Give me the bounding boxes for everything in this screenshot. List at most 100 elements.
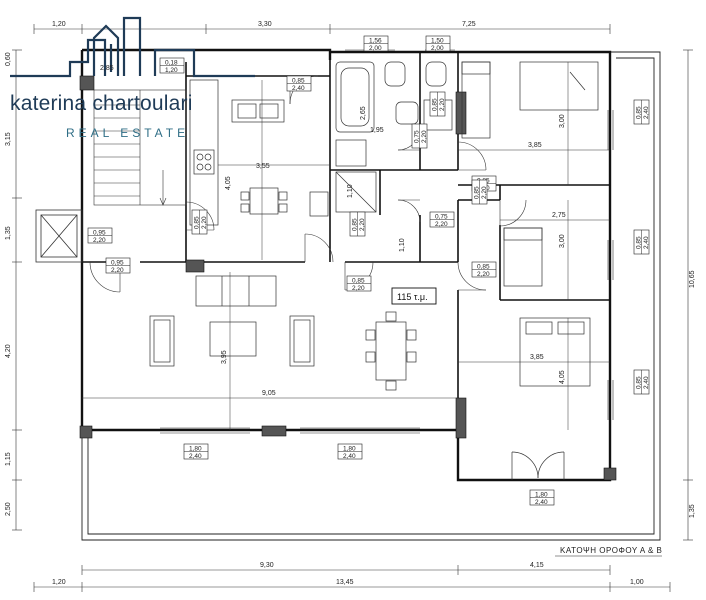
opening-height: 2,20: [359, 218, 366, 231]
opening-label-door-bed2b: 0,852,20: [471, 261, 497, 278]
dim-living-w: 9,05: [262, 390, 276, 397]
opening-label-door-main: 0,852,20: [346, 275, 372, 292]
dim-hall-h2: 1,10: [399, 238, 406, 252]
bedroom-axes: [458, 62, 610, 430]
dim-right-bottom: 1,35: [689, 504, 696, 518]
opening-height: 2,20: [439, 98, 446, 111]
opening-width: 1,80: [343, 446, 356, 453]
opening-height: 2,40: [535, 499, 548, 506]
top-dimension-line: [33, 24, 611, 34]
opening-width: 0,18: [165, 60, 178, 67]
opening-width: 1,50: [431, 38, 444, 45]
kitchen-axes: [218, 80, 330, 260]
opening-height: 2,40: [643, 236, 650, 249]
opening-height: 2,40: [343, 453, 356, 460]
dim-bed1-h: 3,00: [559, 114, 566, 128]
plan-caption: ΚΑΤΟΨΗ ΟΡΟΦΟΥ Α & Β: [560, 546, 662, 555]
opening-height: 2,20: [435, 221, 448, 228]
opening-width: 0,85: [352, 218, 359, 231]
right-dimension-line: [683, 49, 693, 541]
balcony-outline: [81, 51, 661, 541]
living-furniture: [149, 275, 417, 391]
opening-width: 1,80: [535, 492, 548, 499]
opening-height: 2,40: [643, 106, 650, 119]
dim-left-2: 3,15: [5, 132, 12, 146]
opening-label-win-liv1: 1,802,40: [183, 443, 209, 460]
dim-bottom-2: 13,45: [336, 579, 354, 586]
area-label: 115 τ.μ.: [397, 292, 428, 302]
dim-bottom-3: 1,00: [630, 579, 644, 586]
stairwell: [93, 89, 187, 206]
dim-bath-h: 2,65: [360, 106, 367, 120]
living-axes: [82, 272, 458, 430]
dim-top-2: 3,30: [258, 21, 272, 28]
opening-height: 2,20: [477, 271, 490, 278]
window-glazing: [160, 49, 614, 434]
brand-name: katerina chartoulari: [10, 92, 193, 115]
dim-living-h: 3,95: [221, 350, 228, 364]
opening-label-win-bath1: 1,562,00: [363, 35, 389, 52]
opening-label-win-bed3b: 1,802,40: [529, 489, 555, 506]
opening-width: 0,75: [414, 130, 421, 143]
opening-label-door-kitchen-top: 0,852,40: [286, 75, 312, 92]
dim-bath-w: 1,95: [370, 127, 384, 134]
bedroom-furniture: [461, 61, 599, 387]
opening-label-door-stair: 0,952,20: [105, 257, 131, 274]
french-door: [511, 451, 565, 480]
elevator-shaft: [35, 209, 83, 263]
dim-left-4: 4,20: [5, 344, 12, 358]
opening-width: 0,95: [93, 230, 106, 237]
dim-bed2-w: 2,75: [552, 212, 566, 219]
opening-width: 0,85: [352, 278, 365, 285]
opening-height: 2,20: [111, 267, 124, 274]
opening-width: 1,80: [189, 446, 202, 453]
opening-width: 0,85: [477, 264, 490, 271]
opening-width: 0,85: [636, 236, 643, 249]
opening-width: 0,95: [111, 260, 124, 267]
dim-bottom-inner-1: 9,30: [260, 562, 274, 569]
opening-height: 2,20: [352, 285, 365, 292]
left-dimension-line: [12, 49, 22, 531]
opening-label-win-small: 0,181,20: [159, 57, 185, 74]
opening-width: 1,56: [369, 38, 382, 45]
dim-bottom-inner-2: 4,15: [530, 562, 544, 569]
dim-top-3: 7,25: [462, 21, 476, 28]
kitchen-fixtures: [189, 79, 329, 226]
opening-width: 0,85: [292, 78, 305, 85]
bathroom-fixtures: [335, 61, 453, 213]
opening-width: 0,85: [636, 376, 643, 389]
opening-height: 2,20: [93, 237, 106, 244]
logo-house-icon: [10, 16, 255, 78]
opening-height: 2,40: [292, 85, 305, 92]
opening-height: 1,20: [165, 67, 178, 74]
dim-kitchen-w: 3,55: [256, 163, 270, 170]
opening-height: 2,40: [643, 376, 650, 389]
dim-bed2-h: 3,00: [559, 234, 566, 248]
structural-columns: [79, 75, 617, 481]
dim-bed3-h: 4,05: [559, 370, 566, 384]
opening-width: 0,85: [636, 106, 643, 119]
dim-kitchen-h: 4,05: [225, 176, 232, 190]
opening-width: 0,75: [435, 214, 448, 221]
opening-label-door-entry: 0,952,20: [87, 227, 113, 244]
dim-bed1-w: 3,85: [528, 142, 542, 149]
dim-bed3-w: 3,85: [530, 354, 544, 361]
dim-left-3: 1,35: [5, 226, 12, 240]
dim-top-1: 1,20: [52, 21, 66, 28]
brand-subtitle: REAL ESTATE: [66, 126, 190, 140]
opening-label-win-liv2: 1,802,40: [337, 443, 363, 460]
opening-height: 2,00: [431, 45, 444, 52]
opening-width: 0,85: [474, 186, 481, 199]
opening-height: 2,20: [481, 186, 488, 199]
dim-logo-top: 2,85: [100, 65, 114, 72]
dim-left-6: 2,50: [5, 502, 12, 516]
